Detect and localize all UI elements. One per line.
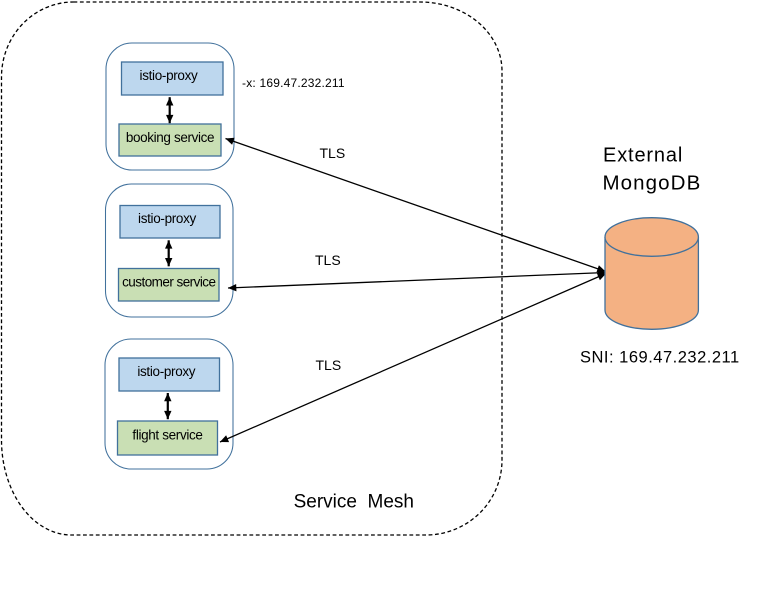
svg-text:TLS: TLS bbox=[320, 145, 346, 161]
svg-text:MongoDB: MongoDB bbox=[603, 172, 702, 195]
svg-text:Service Mesh: Service Mesh bbox=[294, 492, 414, 513]
svg-text:flight service: flight service bbox=[132, 428, 202, 443]
svg-text:istio-proxy: istio-proxy bbox=[140, 68, 198, 83]
svg-text:SNI: 169.47.232.211: SNI: 169.47.232.211 bbox=[580, 348, 740, 366]
svg-text:istio-proxy: istio-proxy bbox=[138, 211, 196, 226]
svg-text:booking service: booking service bbox=[126, 130, 214, 145]
svg-text:TLS: TLS bbox=[316, 357, 342, 373]
svg-text:External: External bbox=[603, 145, 683, 167]
svg-text:customer service: customer service bbox=[122, 275, 215, 290]
svg-text:TLS: TLS bbox=[315, 252, 341, 268]
svg-text:istio-proxy: istio-proxy bbox=[137, 364, 195, 379]
svg-text:-x: 169.47.232.211: -x: 169.47.232.211 bbox=[242, 76, 345, 90]
